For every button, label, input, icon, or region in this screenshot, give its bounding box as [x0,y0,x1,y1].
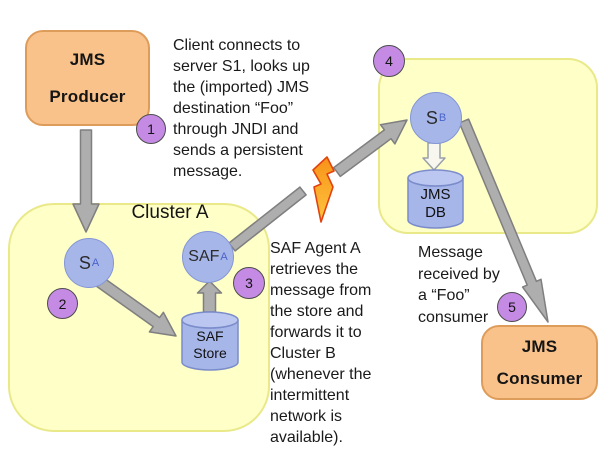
saf-agent-a-label: SAF [188,248,220,265]
jms-producer-node: JMS Producer [25,30,150,126]
annotation-step-3: SAF Agent A retrieves the message from t… [270,240,372,446]
jms-db-label: JMS DB [420,186,451,221]
server-b-label: S [425,107,438,128]
lightning-bolt-icon [312,156,335,223]
step-marker-3: 3 [233,267,265,299]
saf-agent-a-subscript: A [220,251,228,263]
jms-producer-label-line1: JMS [69,49,106,69]
saf-store-cylinder [181,311,239,371]
jms-consumer-label-line2: Consumer [496,368,583,388]
jms-producer-label-line2: Producer [49,86,126,106]
annotation-step-5: Message received by a “Foo” consumer [418,244,500,326]
jms-db-cylinder [407,169,464,229]
cluster-a-title: Cluster A [131,202,209,223]
step-marker-5: 5 [497,292,527,322]
server-b-subscript: B [438,112,447,124]
arrow-server-b-to-jms-db [422,142,446,171]
step-marker-2: 2 [47,288,78,319]
jms-consumer-node: JMS Consumer [481,325,598,400]
annotation-step-1: Client connects to server S1, looks up t… [173,37,310,180]
server-a-label: S [78,252,91,273]
jms-consumer-label-line1: JMS [521,336,558,356]
step-marker-1: 1 [136,114,166,144]
arrow-saf-agent-to-network [228,186,307,252]
arrow-server-a-to-saf-store [96,276,177,337]
arrow-network-to-server-b [332,119,408,178]
arrow-producer-to-server-a [72,129,100,233]
arrow-saf-store-to-saf-agent [196,280,223,313]
step-marker-4: 4 [373,45,405,77]
server-a-subscript: A [91,257,100,269]
saf-store-label: SAF Store [193,328,227,361]
arrow-server-b-to-consumer [458,118,549,323]
